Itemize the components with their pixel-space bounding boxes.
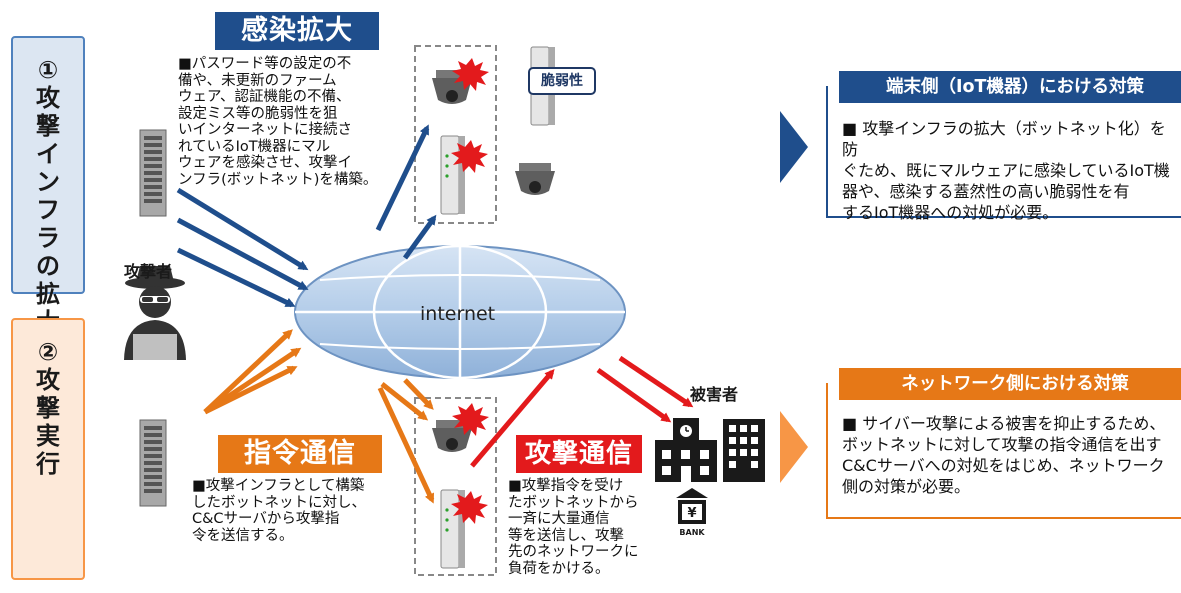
device-measures-line: 器や、感染する蓋然性の高い脆弱性を有 xyxy=(842,182,1130,201)
infection-burst-icon xyxy=(451,140,488,173)
attack-description-line: 一斉に大量通信 xyxy=(508,511,610,527)
infection-description: ■パスワード等の設定の不備や、未更新のファームウェア、認証機能の不備、設定ミス等… xyxy=(178,56,416,188)
iot-group-top-frame xyxy=(414,45,497,224)
internet-globe xyxy=(294,244,626,380)
network-measures-line: ■ サイバー攻撃による被害を抑止するため、 xyxy=(842,414,1166,433)
phase1-char: 拡 xyxy=(36,280,60,308)
command-description: ■攻撃インフラとして構築したボットネットに対し、C&Cサーバから攻撃指令を送信す… xyxy=(192,478,406,544)
infection-description-line: ンフラ(ボットネット)を構築。 xyxy=(178,171,378,188)
attacker-label: 攻撃者 xyxy=(124,262,173,281)
network-measures-body: ■ サイバー攻撃による被害を抑止するため、ボットネットに対して攻撃の指令通信を出… xyxy=(842,413,1176,497)
infection-arrows xyxy=(176,124,437,308)
iot-group-bottom-frame xyxy=(414,397,497,576)
attack-description-line: ■攻撃指令を受け xyxy=(508,478,624,494)
infection-burst-icon xyxy=(451,491,488,524)
phase1-char: 撃 xyxy=(36,112,60,140)
infection-description-line: ■パスワード等の設定の不 xyxy=(178,56,352,72)
phase1-char: イ xyxy=(36,140,60,168)
command-description-line: したボットネットに対し、 xyxy=(192,494,366,511)
command-title: 指令通信 xyxy=(218,435,382,473)
chevron-right-icon xyxy=(780,411,808,483)
device-measures-panel xyxy=(826,86,1181,218)
command-description-line: ■攻撃インフラとして構築 xyxy=(192,478,365,494)
infection-description-line: ウェアを感染させ、攻撃イ xyxy=(178,155,352,171)
victim-bank-icon: ¥ BANK xyxy=(676,488,708,537)
phase2-char: 行 xyxy=(36,450,60,478)
phase1-char: の xyxy=(36,252,60,280)
phase1-char: 攻 xyxy=(36,84,60,112)
victim-company-building-icon xyxy=(655,418,717,482)
internet-label: internet xyxy=(420,303,496,325)
infection-title: 感染拡大 xyxy=(215,12,379,50)
camera-icon xyxy=(432,420,472,452)
phase1-char: ① xyxy=(37,56,59,84)
attacker-icon xyxy=(124,266,186,360)
camera-icon xyxy=(432,70,472,104)
victim-office-building-icon xyxy=(723,419,765,482)
attack-arrows xyxy=(470,355,694,468)
infection-description-line: 設定ミス等の脆弱性を狙 xyxy=(178,105,338,122)
phase1-char: ン xyxy=(36,168,60,196)
network-measures-line: ボットネットに対して攻撃の指令通信を出す xyxy=(842,435,1162,454)
network-measures-title: ネットワーク側における対策 xyxy=(839,368,1181,400)
chevron-right-icon xyxy=(780,111,808,183)
network-measures-line: C&Cサーバへの対処をはじめ、ネットワーク xyxy=(842,456,1165,475)
attack-description: ■攻撃指令を受けたボットネットから一斉に大量通信等を送信し、攻撃先のネットワーク… xyxy=(508,478,654,577)
phase2-char: ② xyxy=(37,338,59,366)
vulnerability-badge: 脆弱性 xyxy=(528,67,596,95)
infection-burst-icon xyxy=(452,58,489,91)
phase1-char: フ xyxy=(36,196,60,224)
infection-burst-icon xyxy=(452,403,489,436)
router-icon xyxy=(440,489,465,569)
infection-description-line: ウェア、認証機能の不備、 xyxy=(178,89,351,105)
camera-icon xyxy=(515,163,555,195)
command-arrows xyxy=(203,329,435,504)
network-measures-panel xyxy=(826,383,1181,519)
device-measures-line: ■ 攻撃インフラの拡大（ボットネット化）を防 xyxy=(842,119,1166,159)
router-icon xyxy=(440,135,465,215)
attacker-server-icon xyxy=(139,129,167,217)
network-measures-line: 側の対策が必要。 xyxy=(842,477,971,496)
bank-label: BANK xyxy=(679,528,705,537)
device-measures-line: ぐため、既にマルウェアに感染しているIoT機 xyxy=(842,161,1170,180)
attack-description-line: たボットネットから xyxy=(508,494,639,511)
command-description-line: C&Cサーバから攻撃指 xyxy=(192,511,340,527)
infection-description-line: れているIoT機器にマル xyxy=(178,138,331,155)
phase2-char: 攻 xyxy=(36,366,60,394)
device-measures-body: ■ 攻撃インフラの拡大（ボットネット化）を防ぐため、既にマルウェアに感染している… xyxy=(842,118,1176,223)
phase1-char: ラ xyxy=(36,224,60,252)
phase1-label-box: ①攻撃インフラの拡大 xyxy=(11,36,85,336)
cc-server-icon xyxy=(139,419,167,507)
phase2-char: 実 xyxy=(36,422,60,450)
device-measures-line: するIoT機器への対処が必要。 xyxy=(842,203,1059,222)
attack-description-line: 先のネットワークに xyxy=(508,544,639,560)
svg-text:¥: ¥ xyxy=(687,506,696,521)
phase2-char: 撃 xyxy=(36,394,60,422)
infection-description-line: いインターネットに接続さ xyxy=(178,122,352,138)
victim-label: 被害者 xyxy=(690,385,739,404)
attack-description-line: 負荷をかける。 xyxy=(508,560,610,577)
attack-description-line: 等を送信し、攻撃 xyxy=(508,527,624,544)
command-description-line: 令を送信する。 xyxy=(192,527,294,544)
attack-title: 攻撃通信 xyxy=(516,435,642,473)
infection-description-line: 備や、未更新のファーム xyxy=(178,72,337,89)
device-measures-title: 端末側（IoT機器）における対策 xyxy=(839,71,1181,103)
